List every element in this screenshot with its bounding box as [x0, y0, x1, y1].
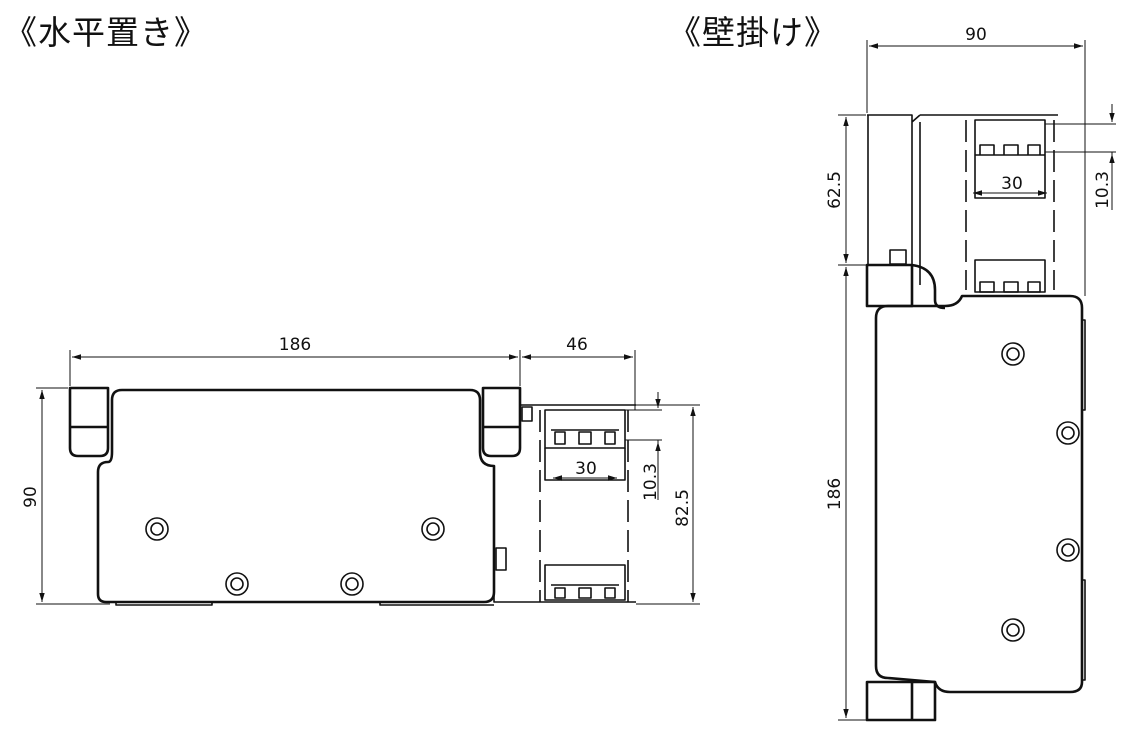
screw — [340, 572, 364, 596]
rail-section — [493, 404, 636, 603]
horizontal-installation-title: 《水平置き》 — [4, 13, 208, 52]
dim-height-label: 90 — [21, 486, 41, 508]
dim-top-label: 62.5 — [825, 171, 845, 209]
dim-length-label-wall: 186 — [825, 478, 845, 510]
left-mount-bracket — [68, 386, 110, 458]
main-body-plate — [96, 388, 496, 604]
main-body-plate — [874, 294, 1084, 694]
wall-view-drawing: 90 62.5 30 10.3 186 — [825, 25, 1116, 722]
small-tab — [889, 249, 907, 265]
screw — [145, 517, 169, 541]
screw — [1001, 618, 1025, 642]
dim-offset-label-wall: 10.3 — [1093, 171, 1113, 209]
top-foot — [865, 263, 946, 310]
screw — [1056, 421, 1080, 445]
dim-width-label: 90 — [965, 25, 987, 45]
small-tab — [495, 547, 507, 571]
upper-clip — [965, 119, 1055, 293]
wall-mount-title: 《壁掛け》 — [668, 13, 838, 52]
right-mount-bracket — [481, 386, 522, 458]
screw — [1056, 538, 1080, 562]
bottom-foot — [865, 680, 937, 722]
small-tab — [521, 406, 533, 422]
dim-length-label: 186 — [279, 335, 311, 355]
dim-offset-label: 10.3 — [641, 463, 661, 501]
dim-height2-label: 82.5 — [673, 489, 693, 527]
top-bracket — [867, 114, 1058, 267]
screw — [1001, 342, 1025, 366]
dim-pitch-label-wall: 30 — [1001, 174, 1023, 194]
screw — [225, 572, 249, 596]
dim-pitch-label: 30 — [575, 459, 597, 479]
base-edge — [115, 602, 494, 606]
horizontal-view-drawing: 186 46 90 30 10.3 82.5 — [21, 335, 700, 606]
screw — [421, 517, 445, 541]
dim-side-label: 46 — [566, 335, 588, 355]
